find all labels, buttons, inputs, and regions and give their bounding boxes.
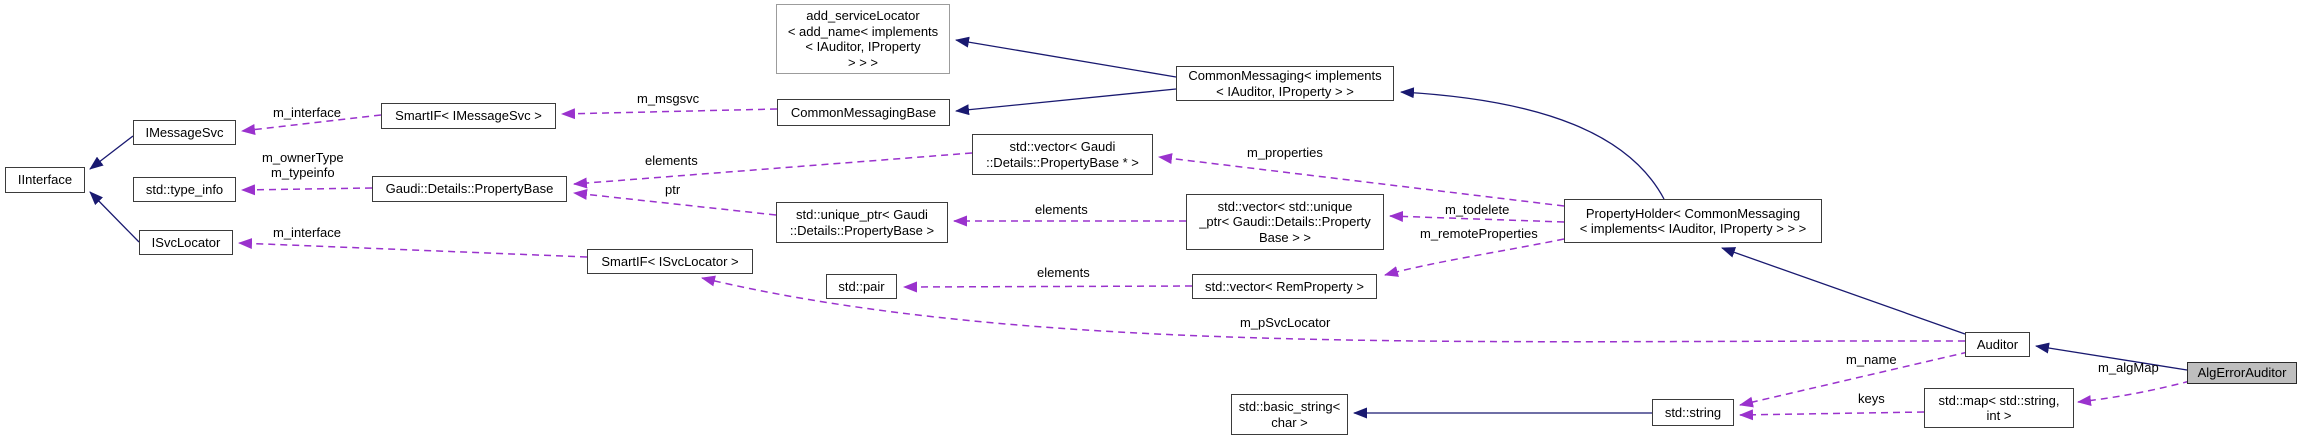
edge-label-m-algmap: m_algMap: [2098, 360, 2159, 375]
node-smartif-imessagesvc[interactable]: SmartIF< IMessageSvc >: [381, 103, 556, 129]
node-iinterface[interactable]: IInterface: [5, 167, 85, 193]
edge-label-m-interface-svcloc: m_interface: [273, 225, 341, 240]
node-commonmessaging[interactable]: CommonMessaging< implements < IAuditor, …: [1176, 66, 1394, 101]
node-vector-propertybase-ptr[interactable]: std::vector< Gaudi ::Details::PropertyBa…: [972, 134, 1153, 175]
edge-label-ptr: ptr: [665, 182, 681, 197]
node-isvclocator[interactable]: ISvcLocator: [139, 230, 233, 255]
edge-label-m-ownertype-m-typeinfo: m_ownerType m_typeinfo: [262, 150, 344, 180]
node-add-servicelocator[interactable]: add_serviceLocator < add_name< implement…: [776, 4, 950, 74]
node-vector-unique-ptr[interactable]: std::vector< std::unique _ptr< Gaudi::De…: [1186, 194, 1384, 250]
edge-label-m-psvclocator: m_pSvcLocator: [1240, 315, 1331, 330]
edge-label-m-name: m_name: [1846, 352, 1897, 367]
edge-label-m-todelete: m_todelete: [1445, 202, 1510, 217]
edge-label-elements-pb: elements: [645, 153, 698, 168]
node-gaudi-details-propertybase[interactable]: Gaudi::Details::PropertyBase: [372, 176, 567, 202]
node-imessagesvc[interactable]: IMessageSvc: [133, 120, 236, 145]
edge-label-m-properties: m_properties: [1247, 145, 1323, 160]
edge-label-keys: keys: [1858, 391, 1885, 406]
node-smartif-isvclocator[interactable]: SmartIF< ISvcLocator >: [587, 249, 753, 274]
edge-label-m-remoteproperties: m_remoteProperties: [1420, 226, 1538, 241]
node-propertyholder[interactable]: PropertyHolder< CommonMessaging < implem…: [1564, 199, 1822, 243]
edge-label-m-interface-msgsvc: m_interface: [273, 105, 341, 120]
node-basic-string-char[interactable]: std::basic_string< char >: [1231, 394, 1348, 435]
node-commonmessagingbase[interactable]: CommonMessagingBase: [777, 99, 950, 126]
node-auditor[interactable]: Auditor: [1965, 332, 2030, 357]
node-vector-remproperty[interactable]: std::vector< RemProperty >: [1192, 274, 1377, 299]
edge-label-elements-up: elements: [1035, 202, 1088, 217]
node-algerrorauditor[interactable]: AlgErrorAuditor: [2187, 362, 2297, 384]
node-std-type-info[interactable]: std::type_info: [133, 177, 236, 202]
node-unique-ptr-propertybase[interactable]: std::unique_ptr< Gaudi ::Details::Proper…: [776, 202, 948, 243]
edge-label-m-msgsvc: m_msgsvc: [637, 91, 700, 106]
node-map-string-int[interactable]: std::map< std::string, int >: [1924, 388, 2074, 428]
node-std-string[interactable]: std::string: [1652, 399, 1734, 426]
node-std-pair[interactable]: std::pair: [826, 274, 897, 299]
edge-label-elements-pair: elements: [1037, 265, 1090, 280]
